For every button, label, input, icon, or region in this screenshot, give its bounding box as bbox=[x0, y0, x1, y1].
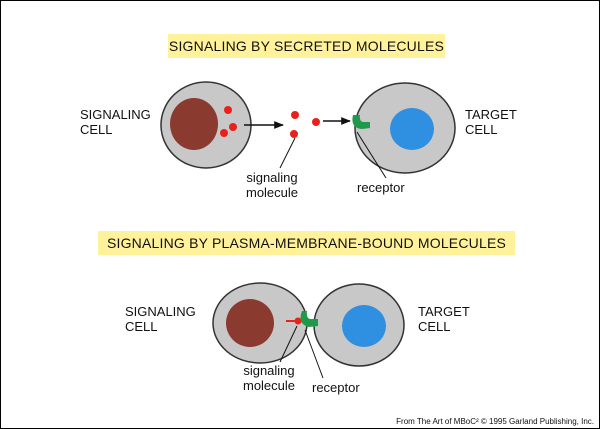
top-target-cell-label: TARGET CELL bbox=[465, 107, 517, 137]
bottom-signaling-nucleus bbox=[226, 299, 274, 347]
bottom-signaling-cell-label-line1: SIGNALING bbox=[125, 304, 196, 319]
top-inner-molecule-1 bbox=[224, 106, 232, 114]
bottom-signaling-cell-label: SIGNALING CELL bbox=[125, 304, 196, 334]
top-target-nucleus bbox=[390, 108, 434, 150]
top-molecule-3 bbox=[290, 130, 298, 138]
top-target-cell-label-line2: CELL bbox=[465, 122, 498, 137]
top-molecule-label-line1: signaling bbox=[246, 170, 298, 185]
bottom-target-cell-label-line2: CELL bbox=[418, 319, 451, 334]
bottom-target-nucleus bbox=[342, 305, 386, 347]
bottom-molecule-leader bbox=[279, 325, 298, 363]
bottom-target-cell-label-line1: TARGET bbox=[418, 304, 470, 319]
top-inner-molecule-3 bbox=[220, 129, 228, 137]
bottom-receptor-label: receptor bbox=[312, 380, 360, 395]
bottom-target-cell-label: TARGET CELL bbox=[418, 304, 470, 334]
copyright-credit: From The Art of MBoC² © 1995 Garland Pub… bbox=[396, 417, 594, 426]
top-receptor-label: receptor bbox=[357, 180, 405, 195]
top-molecule-2 bbox=[312, 118, 320, 126]
top-signaling-cell-label-line2: CELL bbox=[80, 122, 113, 137]
top-signaling-cell-label: SIGNALING CELL bbox=[80, 107, 151, 137]
bottom-molecule-label-line1: signaling bbox=[243, 363, 295, 378]
banner-secreted: SIGNALING BY SECRETED MOLECULES bbox=[168, 34, 445, 58]
top-molecule-leader bbox=[279, 137, 296, 169]
top-target-cell-label-line1: TARGET bbox=[465, 107, 517, 122]
top-molecule-1 bbox=[291, 111, 299, 119]
bottom-molecule-label-line2: molecule bbox=[242, 378, 296, 393]
bottom-receptor-icon bbox=[300, 311, 318, 327]
top-signaling-nucleus bbox=[170, 98, 218, 150]
top-inner-molecule-2 bbox=[229, 123, 237, 131]
bottom-molecule-label: signaling molecule bbox=[229, 363, 309, 393]
bottom-molecule bbox=[294, 317, 302, 325]
top-receptor-icon bbox=[352, 115, 370, 129]
top-signaling-cell-label-line1: SIGNALING bbox=[80, 107, 151, 122]
bottom-receptor-leader bbox=[304, 329, 324, 379]
top-molecule-label: signaling molecule bbox=[232, 170, 312, 200]
banner-membrane-bound: SIGNALING BY PLASMA-MEMBRANE-BOUND MOLEC… bbox=[98, 231, 515, 255]
top-molecule-label-line2: molecule bbox=[245, 185, 299, 200]
top-receptor-leader bbox=[356, 131, 387, 179]
bottom-signaling-cell-label-line2: CELL bbox=[125, 319, 158, 334]
